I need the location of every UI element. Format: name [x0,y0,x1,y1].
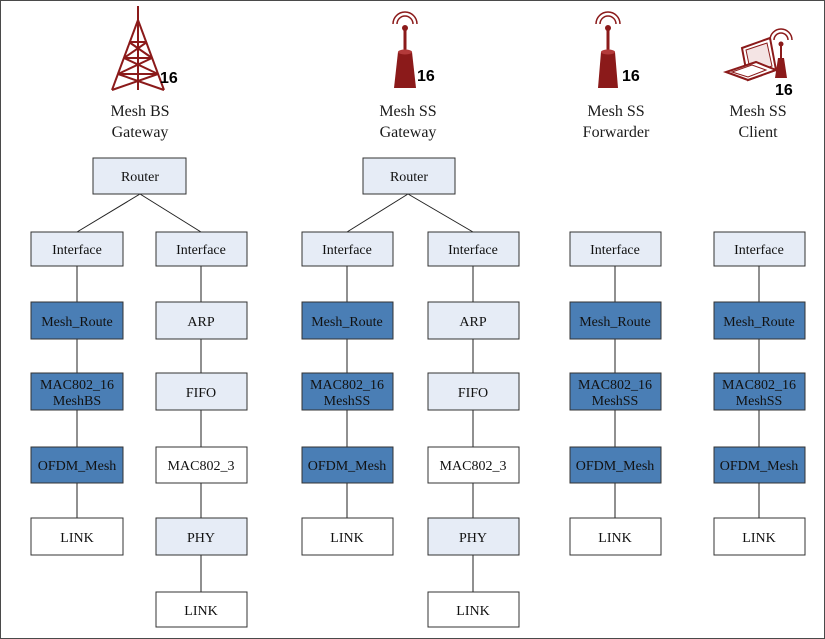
node-badge: 16 [417,68,435,85]
node-badge: 16 [775,82,793,99]
ofdm-label: OFDM_Mesh [38,459,117,474]
node-badge: 16 [622,68,640,85]
interface-box [569,231,662,267]
node-label-line1: Mesh SS [587,103,644,120]
arp-label: ARP [187,315,214,330]
mesh-route-label: Mesh_Route [41,315,113,330]
arp-label: ARP [459,315,486,330]
mac-label-line2: MeshSS [736,394,783,409]
ofdm-label: OFDM_Mesh [576,459,655,474]
node-label-line2: Gateway [112,124,169,141]
mac802-3-box [427,446,520,484]
node-label-line2: Client [738,124,778,141]
interface-box [713,231,806,267]
mac-box [713,372,806,411]
interface-label: Interface [448,243,498,258]
mac-label-line1: MAC802_16 [40,378,114,393]
interface-label: Interface [322,243,372,258]
mesh-route-box [569,301,662,340]
mac802-3-label: MAC802_3 [168,459,235,474]
antenna-icon [595,11,621,88]
link-label: LINK [456,604,489,619]
connector [346,193,409,233]
router-label: Router [121,170,159,185]
interface-label: Interface [176,243,226,258]
fifo-label: FIFO [458,386,488,401]
interface-box [301,231,394,267]
mesh-route-box [301,301,394,340]
mac-label-line2: MeshSS [592,394,639,409]
connector [139,193,202,233]
node-badge: 16 [160,70,178,87]
connector [76,193,141,233]
interface-label: Interface [52,243,102,258]
laptop-antenna-icon [722,28,793,82]
mac-label-line1: MAC802_16 [578,378,652,393]
link-label: LINK [330,531,363,546]
mesh-route-label: Mesh_Route [579,315,651,330]
link-box [713,517,806,556]
fifo-box [155,372,248,411]
fifo-box [427,372,520,411]
mac-label-line2: MeshSS [324,394,371,409]
antenna-icon [392,11,418,88]
phy-label: PHY [187,531,215,546]
arp-box [427,301,520,340]
interface-box [427,231,520,267]
interface-label: Interface [590,243,640,258]
node-label-line2: Gateway [380,124,437,141]
link-label: LINK [742,531,775,546]
tower-icon [111,6,165,91]
mac802-3-label: MAC802_3 [440,459,507,474]
mac-box [569,372,662,411]
mac-label-line1: MAC802_16 [310,378,384,393]
interface-box [155,231,248,267]
link-label: LINK [184,604,217,619]
node-label-line2: Forwarder [583,124,650,141]
phy-box [155,517,248,556]
ofdm-box [569,446,662,484]
link-box [427,591,520,628]
link-box [155,591,248,628]
link-box [301,517,394,556]
link-label: LINK [598,531,631,546]
node-label-line1: Mesh SS [729,103,786,120]
router-box [92,157,187,195]
router-label: Router [390,170,428,185]
interface-label: Interface [734,243,784,258]
link-box [30,517,124,556]
ofdm-box [30,446,124,484]
mesh-route-box [30,301,124,340]
mesh-route-label: Mesh_Route [723,315,795,330]
arp-box [155,301,248,340]
phy-label: PHY [459,531,487,546]
mesh-route-box [713,301,806,340]
mac-label-line1: MAC802_16 [722,378,796,393]
ofdm-label: OFDM_Mesh [720,459,799,474]
router-box [362,157,456,195]
phy-box [427,517,520,556]
fifo-label: FIFO [186,386,216,401]
link-box [569,517,662,556]
mac-label-line2: MeshBS [53,394,101,409]
mac-box [30,372,124,411]
mac-box [301,372,394,411]
link-label: LINK [60,531,93,546]
node-label-line1: Mesh BS [110,103,169,120]
ofdm-label: OFDM_Mesh [308,459,387,474]
ofdm-box [301,446,394,484]
mesh-route-label: Mesh_Route [311,315,383,330]
ofdm-box [713,446,806,484]
mac802-3-box [155,446,248,484]
interface-box [30,231,124,267]
connector [407,193,474,233]
node-label-line1: Mesh SS [379,103,436,120]
